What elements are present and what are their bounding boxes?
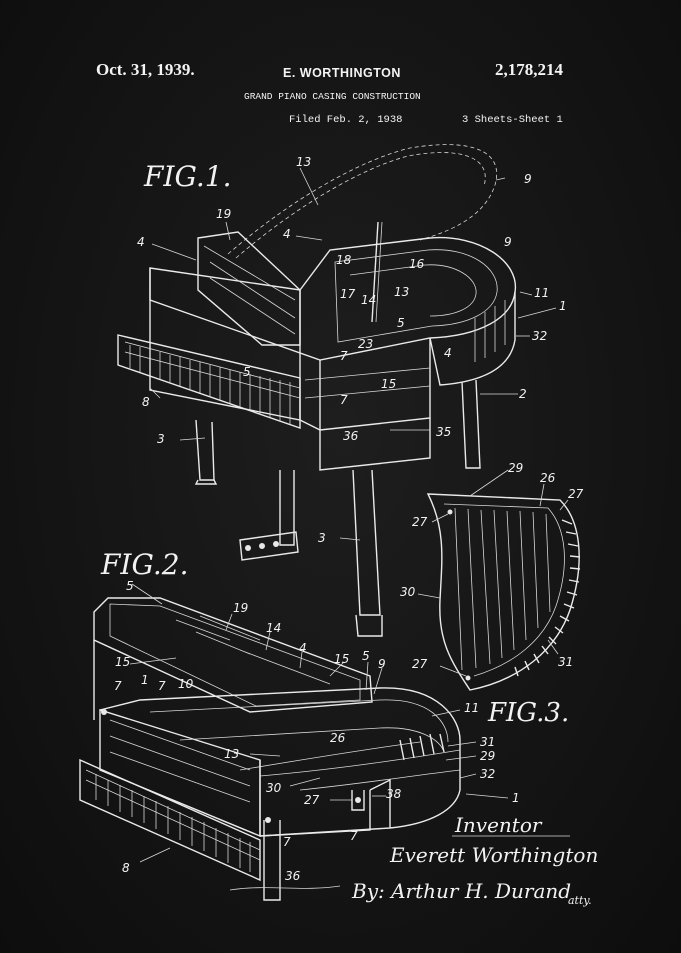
fig2-drawing	[79, 583, 509, 901]
fig3-drawing	[417, 469, 581, 691]
fig3-ref-27a: 27	[568, 487, 584, 501]
fig3-ref-30: 30	[400, 585, 416, 599]
fig1-ref-3a: 3	[157, 432, 165, 446]
fig1-ref-16: 16	[409, 257, 425, 271]
fig2-ref-31: 31	[480, 735, 495, 749]
fig2-ref-7c: 7	[283, 835, 291, 849]
fig2-ref-1: 1	[141, 673, 149, 687]
fig2-label: FIG.2.	[100, 548, 188, 581]
fig2-ref-7b: 7	[158, 679, 166, 693]
fig1-ref-32: 32	[532, 329, 547, 343]
fig2-ref-1b: 1	[512, 791, 520, 805]
fig2-ref-38: 38	[386, 787, 402, 801]
fig1-ref-15: 15	[381, 377, 396, 391]
fig3-ref-27b: 27	[412, 515, 428, 529]
fig2-ref-11: 11	[464, 701, 479, 715]
fig1-ref-4b: 4	[283, 227, 291, 241]
fig2-ref-7d: 7	[350, 829, 358, 843]
fig2-ref-4: 4	[299, 641, 307, 655]
fig1-ref-13: 13	[296, 155, 311, 169]
fig2-ref-27: 27	[304, 793, 320, 807]
fig1-ref-11: 11	[534, 286, 549, 300]
signature-flourish	[229, 885, 341, 891]
fig2-ref-36: 36	[285, 869, 301, 883]
fig1-ref-7b: 7	[340, 393, 348, 407]
inventor-signature: Everett Worthington	[389, 843, 598, 867]
fig1-label: FIG.1.	[143, 160, 231, 193]
fig2-ref-15b: 15	[334, 652, 349, 666]
fig1-ref-19: 19	[216, 207, 231, 221]
fig2-ref-29: 29	[480, 749, 495, 763]
fig1-ref-4c: 4	[444, 346, 452, 360]
attorney-signature: By: Arthur H. Durand	[351, 879, 571, 903]
fig2-ref-5b: 5	[362, 649, 370, 663]
fig2-ref-9: 9	[378, 657, 386, 671]
fig1-ref-1: 1	[559, 299, 567, 313]
fig1-ref-5a: 5	[397, 316, 405, 330]
fig1-ref-7a: 7	[340, 349, 348, 363]
fig1-ref-23: 23	[358, 337, 373, 351]
fig1-drawing	[117, 144, 557, 637]
fig1-ref-13b: 13	[394, 285, 409, 299]
fig1-ref-2: 2	[519, 387, 527, 401]
fig1-ref-14: 14	[361, 293, 376, 307]
fig1-ref-35: 35	[436, 425, 451, 439]
fig2-ref-32: 32	[480, 767, 495, 781]
fig1-ref-8: 8	[142, 395, 150, 409]
fig2-ref-14: 14	[266, 621, 281, 635]
filed-date: Filed Feb. 2, 1938	[289, 114, 403, 126]
sheet-count: 3 Sheets-Sheet 1	[462, 114, 563, 126]
fig3-label: FIG.3.	[487, 698, 569, 728]
patent-inventor: E. WORTHINGTON	[283, 66, 401, 80]
fig1-ref-17: 17	[340, 287, 356, 301]
fig2-ref-13: 13	[224, 747, 239, 761]
fig2-ref-8: 8	[122, 861, 130, 875]
fig1-ref-9a: 9	[524, 172, 532, 186]
fig1-ref-18: 18	[336, 253, 352, 267]
inventor-caption: Inventor	[454, 813, 543, 837]
fig1-ref-3b: 3	[318, 531, 326, 545]
fig2-ref-7a: 7	[114, 679, 122, 693]
fig2-ref-15a: 15	[115, 655, 130, 669]
fig3-ref-31: 31	[558, 655, 573, 669]
fig2-ref-5a: 5	[126, 579, 134, 593]
fig3-ref-27c: 27	[412, 657, 428, 671]
fig1-ref-36: 36	[343, 429, 359, 443]
fig1-ref-9b: 9	[504, 235, 512, 249]
patent-number: 2,178,214	[495, 60, 563, 79]
patent-title: GRAND PIANO CASING CONSTRUCTION	[244, 91, 421, 102]
fig3-ref-26: 26	[540, 471, 556, 485]
fig2-ref-10: 10	[178, 677, 194, 691]
fig2-ref-30: 30	[266, 781, 282, 795]
attorney-role: atty.	[568, 894, 592, 907]
fig1-ref-4a: 4	[137, 235, 145, 249]
fig2-ref-26: 26	[330, 731, 346, 745]
fig1-ref-5b: 5	[243, 365, 251, 379]
fig2-ref-19: 19	[233, 601, 248, 615]
fig3-ref-29: 29	[508, 461, 523, 475]
patent-date: Oct. 31, 1939.	[96, 60, 195, 79]
